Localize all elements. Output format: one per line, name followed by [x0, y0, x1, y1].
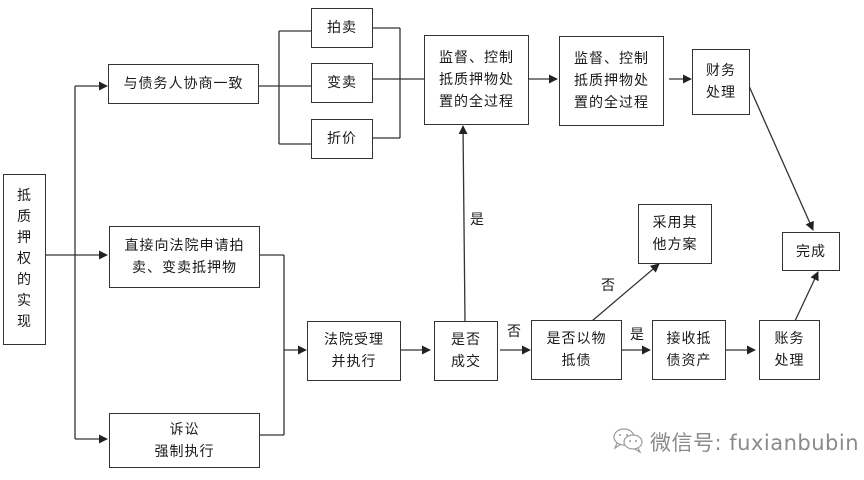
node-text-line: 账务 [774, 331, 805, 347]
watermark-text: 微信号: fuxianbubin [650, 431, 860, 455]
node-text-line: 强制执行 [154, 443, 215, 460]
node-text-line: 押 [17, 230, 32, 246]
node-offset: 是否以物抵债 [531, 320, 622, 380]
node-court-exec: 法院受理并执行 [307, 321, 401, 381]
node-text-line: 接收抵 [666, 331, 712, 347]
wechat-icon [612, 426, 644, 459]
node-text-line: 诉讼 [169, 421, 200, 438]
node-text-line: 债资产 [666, 353, 712, 369]
edge-deal-yes [458, 125, 468, 323]
edge-label-offset-yes: 是 [630, 327, 644, 343]
node-litigation: 诉讼强制执行 [109, 413, 260, 468]
edge-offset-no [591, 263, 660, 322]
node-complete: 完成 [782, 232, 840, 271]
node-text-line: 抵质押物处 [574, 73, 649, 89]
edge-label-deal-yes: 是 [470, 212, 484, 228]
node-text-line: 采用其 [652, 215, 698, 231]
node-text-line: 成交 [451, 354, 481, 370]
node-negotiate: 与债务人协商一致 [108, 64, 259, 104]
node-supervise-1: 监督、控制抵质押物处置的全过程 [424, 35, 529, 125]
node-text-line: 折价 [327, 131, 357, 147]
node-deal: 是否成交 [434, 321, 498, 381]
node-supervise-2: 监督、控制抵质押物处置的全过程 [559, 36, 664, 126]
node-text-line: 置的全过程 [439, 94, 514, 110]
node-text-line: 直接向法院申请拍 [124, 238, 245, 254]
node-account: 账务处理 [759, 320, 820, 380]
node-text-line: 与债务人协商一致 [123, 76, 244, 92]
node-court-apply: 直接向法院申请拍卖、变卖抵押物 [109, 226, 260, 288]
node-text-line: 权 [17, 251, 32, 267]
node-other-plan: 采用其他方案 [638, 204, 712, 264]
edge-label-offset-no: 否 [601, 278, 615, 294]
node-text-line: 完成 [796, 243, 826, 260]
node-text-line: 实 [17, 293, 32, 309]
node-text-line: 财务 [706, 63, 736, 79]
node-text-line: 是否 [451, 332, 481, 348]
node-text-line: 法院受理 [324, 332, 384, 348]
node-text-line: 抵债 [561, 353, 592, 369]
node-discount: 折价 [311, 119, 373, 159]
node-text-line: 抵质押物处 [439, 72, 514, 88]
node-text-line: 卖、变卖抵押物 [132, 260, 237, 276]
watermark: 微信号: fuxianbubin [612, 427, 859, 457]
node-finance: 财务处理 [692, 49, 750, 115]
node-root: 抵质押权的实现 [3, 174, 46, 345]
edge-account-complete [794, 271, 819, 322]
node-text-line: 拍卖 [327, 20, 357, 36]
edge-finance-complete [748, 85, 814, 231]
node-text-line: 抵 [17, 188, 32, 204]
node-text-line: 监督、控制 [439, 50, 514, 66]
edge-label-deal-no: 否 [507, 324, 521, 340]
node-text-line: 处理 [774, 353, 805, 369]
node-text-line: 他方案 [652, 237, 698, 253]
node-text-line: 处理 [706, 85, 736, 101]
node-auction: 拍卖 [311, 8, 373, 48]
node-text-line: 变卖 [327, 75, 357, 91]
node-text-line: 监督、控制 [574, 51, 649, 67]
node-text-line: 的 [17, 272, 32, 288]
node-text-line: 是否以物 [546, 331, 607, 347]
node-sell: 变卖 [311, 63, 373, 103]
node-text-line: 并执行 [331, 354, 377, 370]
node-text-line: 置的全过程 [574, 95, 649, 111]
node-text-line: 质 [17, 209, 32, 225]
node-receive: 接收抵债资产 [652, 320, 726, 380]
node-text-line: 现 [17, 314, 32, 330]
